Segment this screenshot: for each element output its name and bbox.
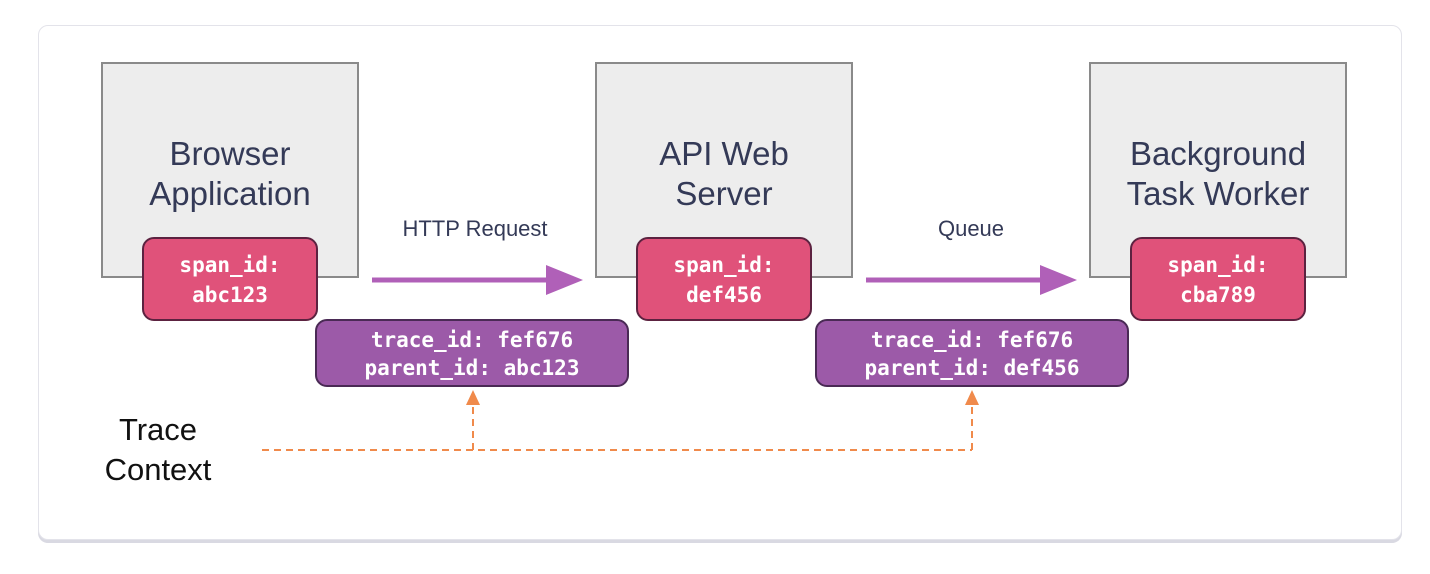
trace-context-label: Trace Context: [88, 410, 228, 490]
span-id-label: span_id:: [673, 253, 775, 277]
service-title-line: Browser: [169, 135, 291, 172]
trace-id-line: trace_id: fef676: [870, 328, 1074, 352]
edge-label-queue: Queue: [937, 216, 1005, 241]
service-title: API Web Server: [597, 134, 851, 214]
span-id-value: def456: [686, 283, 762, 307]
span-id-badge: span_id: def456: [636, 237, 812, 321]
service-title-line: Background: [1129, 135, 1307, 172]
trace-context-badge: trace_id: fef676 parent_id: def456: [815, 319, 1129, 387]
service-title-line: Server: [675, 175, 773, 212]
flow-arrow-http-request: [372, 265, 583, 295]
span-id-badge: span_id: cba789: [1130, 237, 1306, 321]
span-id-label: span_id:: [1167, 253, 1269, 277]
trace-context-connector: [262, 390, 979, 451]
flow-arrow-queue: [866, 265, 1077, 295]
service-title: Browser Application: [103, 134, 357, 214]
trace-context-badge: trace_id: fef676 parent_id: abc123: [315, 319, 629, 387]
span-id-value: abc123: [192, 283, 268, 307]
service-title-line: Application: [149, 175, 311, 212]
trace-context-line: Trace: [118, 412, 198, 447]
service-title: Background Task Worker: [1091, 134, 1345, 214]
parent-id-line: parent_id: abc123: [364, 356, 580, 380]
parent-id-line: parent_id: def456: [864, 356, 1080, 380]
span-id-badge: span_id: abc123: [142, 237, 318, 321]
service-title-line: Task Worker: [1126, 175, 1310, 212]
trace-context-line: Context: [104, 452, 212, 487]
span-id-label: span_id:: [179, 253, 281, 277]
span-id-value: cba789: [1180, 283, 1256, 307]
trace-id-line: trace_id: fef676: [370, 328, 574, 352]
edge-label-http-request: HTTP Request: [402, 216, 548, 241]
service-title-line: API Web: [659, 135, 789, 172]
